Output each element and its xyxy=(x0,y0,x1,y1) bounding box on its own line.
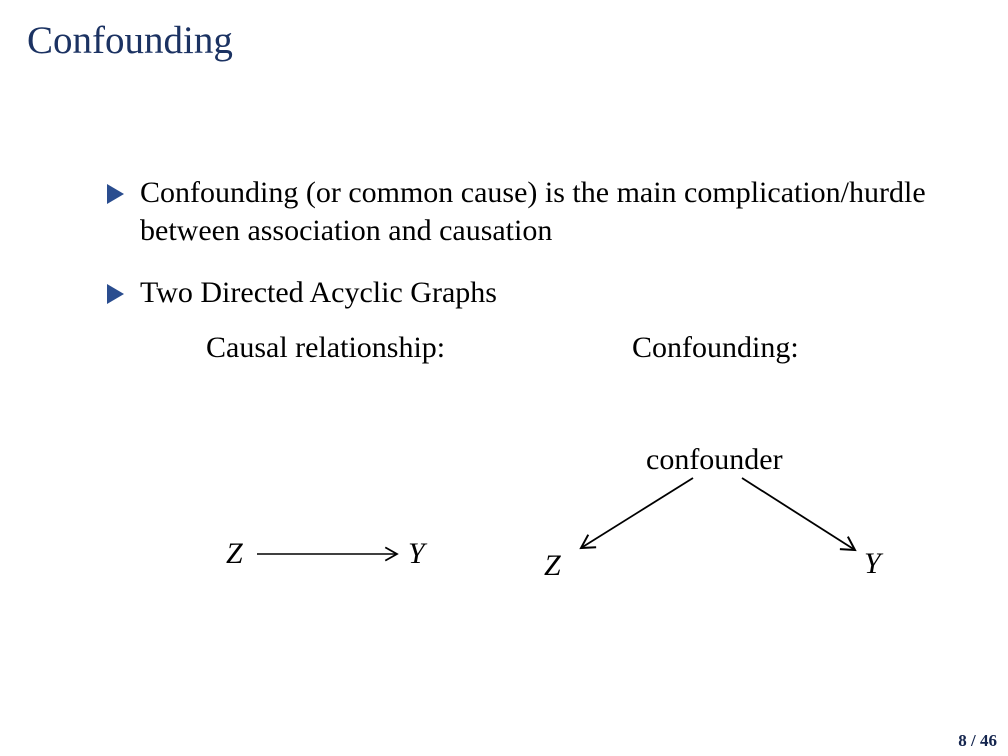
slide-title: Confounding xyxy=(27,19,233,62)
confounding-dag-z-node: Z xyxy=(544,549,561,582)
confounder-node-label: confounder xyxy=(646,443,783,476)
causal-dag-z-node: Z xyxy=(226,537,243,570)
confounding-dag-y-node: Y xyxy=(864,547,881,580)
bullet-triangle-icon xyxy=(107,284,124,304)
confounder-to-z-arrow xyxy=(579,477,694,550)
confounding-label: Confounding: xyxy=(632,331,799,364)
bullet-item-1: Confounding (or common cause) is the mai… xyxy=(140,176,926,247)
bullet-item-2: Two Directed Acyclic Graphs xyxy=(140,276,497,309)
causal-relationship-label: Causal relationship: xyxy=(206,331,446,364)
bullet-triangle-icon xyxy=(107,184,124,204)
causal-dag-y-node: Y xyxy=(408,537,425,570)
confounder-to-y-arrow xyxy=(741,477,857,552)
page-indicator: 8 / 46 xyxy=(958,731,997,750)
